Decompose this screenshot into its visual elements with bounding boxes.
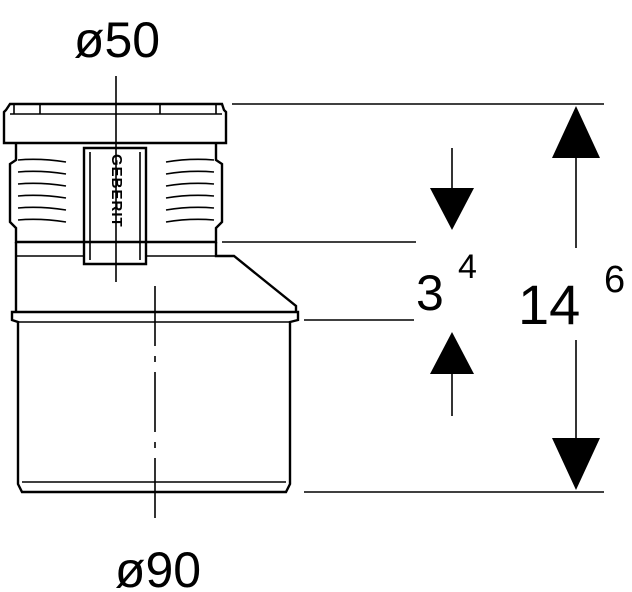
- height-dimension-superscript: 6: [604, 259, 625, 301]
- height-arrow-up: [552, 106, 600, 158]
- offset-arrow-up: [430, 332, 474, 374]
- top-diameter-label: ø50: [74, 12, 160, 68]
- thread-lines-right: [165, 158, 215, 223]
- fitting-body: GEBERIT: [2, 102, 300, 494]
- offset-dimension-superscript: 4: [458, 248, 477, 286]
- offset-dimension-value: 3: [416, 265, 444, 321]
- threaded-section: [8, 143, 224, 244]
- transition-section: [14, 242, 298, 312]
- height-dimension: 14 6: [518, 106, 625, 490]
- offset-dimension: 3 4: [416, 148, 477, 416]
- offset-arrow-down: [430, 188, 474, 230]
- lower-pipe: [10, 310, 300, 494]
- logo-plate: [82, 146, 148, 266]
- height-arrow-down: [552, 438, 600, 490]
- bottom-diameter-label: ø90: [115, 542, 201, 592]
- top-cap: [2, 102, 228, 145]
- height-dimension-value: 14: [518, 273, 580, 336]
- brand-logo-text: GEBERIT: [108, 154, 125, 228]
- thread-lines-left: [17, 158, 67, 223]
